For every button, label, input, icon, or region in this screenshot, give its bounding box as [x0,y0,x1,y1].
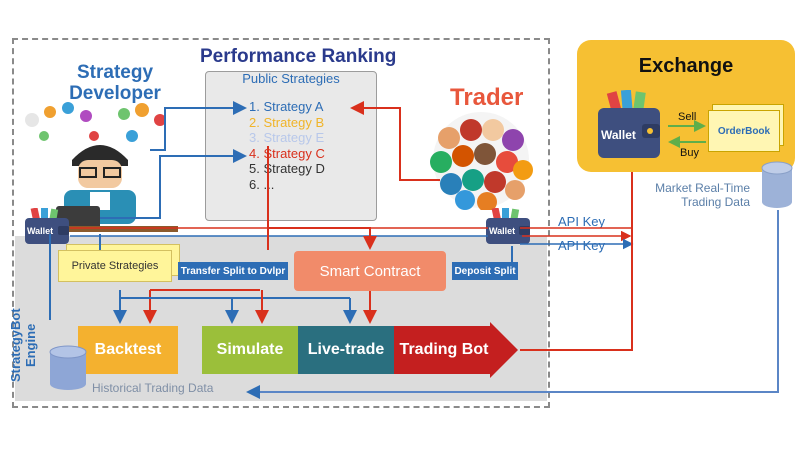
sell-label: Sell [678,111,697,123]
ranking-item-3[interactable]: 3. Strategy E [249,130,325,145]
deposit-split-tag: Deposit Split [452,262,518,280]
simulate-box[interactable]: Simulate [202,326,298,374]
strategybot-platform-frame [12,38,550,408]
trading-bot-arrow [394,322,518,378]
api-key-top-label: API Key [558,214,605,229]
historical-data-label: Historical Trading Data [92,381,214,395]
public-strategies-scroll [205,71,377,221]
exchange-title: Exchange [638,55,734,77]
trader-wallet-label: Wallet [489,226,516,236]
transfer-split-tag: Transfer Split to Dvlpr [178,262,288,280]
ranking-item-4[interactable]: 4. Strategy C [249,145,325,161]
market-data-label: Market Real-Time Trading Data [655,181,750,209]
ranking-item-2[interactable]: 2. Strategy B [249,114,325,130]
trading-bot-label[interactable]: Trading Bot [399,341,489,358]
historical-database-icon [49,345,87,390]
private-strategies-box: Private Strategies [58,250,172,282]
exchange-wallet-icon [598,90,660,158]
smart-contract-box[interactable]: Smart Contract [294,251,446,291]
performance-ranking-title: Performance Ranking [200,46,397,67]
public-strategies-header: Public Strategies [242,71,340,86]
orderbook-box: OrderBook [708,110,780,152]
buy-label: Buy [680,147,699,159]
trader-crowd-icon [430,112,533,210]
ranking-item-1[interactable]: 1. Strategy A [249,99,324,114]
trader-title: Trader [450,84,524,111]
live-trade-box[interactable]: Live-trade [298,326,394,374]
trader-wallet-icon [486,208,530,244]
api-key-bottom-label: API Key [558,238,605,253]
ranking-item-5[interactable]: 5. Strategy D [249,161,325,176]
exchange-wallet-label: Wallet [601,128,636,142]
strategy-developer-title: Strategy Developer [69,62,161,104]
backtest-box[interactable]: Backtest [78,326,178,374]
market-database-icon [761,161,793,208]
developer-wallet-icon [25,208,69,244]
developer-wallet-label: Wallet [27,226,54,236]
